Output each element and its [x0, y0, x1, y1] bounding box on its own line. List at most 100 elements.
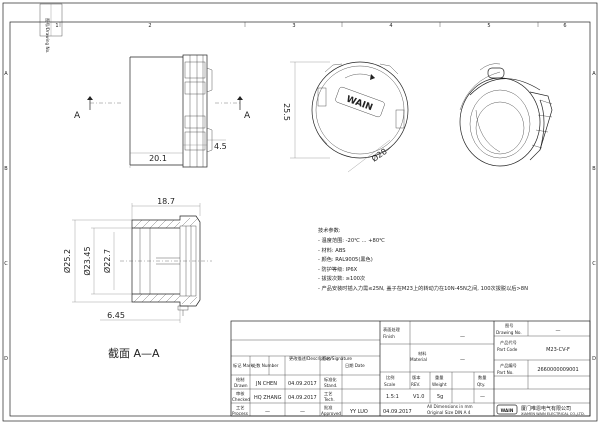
dim-section-outer: Ø25.2 — [62, 249, 72, 273]
role-process-cn: 工艺 — [236, 405, 244, 410]
rev-header-description: 更改描述/Description — [289, 355, 331, 362]
rev-header-date: 日期 Date — [345, 363, 365, 369]
rev-label-en: REV. — [411, 382, 420, 387]
part-no-label-en: Part No. — [497, 370, 514, 375]
part-no-label-cn: 产品编号 — [500, 362, 517, 369]
dim-front-width: 20.1 — [149, 154, 167, 163]
role-process-name: — — [265, 409, 270, 415]
role-drawn-stamp-cn: 标准化 — [324, 376, 337, 383]
role-drawn-stamp-en: Stand. — [324, 383, 338, 388]
drawing-no-label-cn: 图号 — [505, 323, 513, 329]
scale-label-en: Scale — [384, 382, 396, 387]
role-drawn-cn: 绘制 — [236, 376, 244, 383]
left-zone-c: C — [4, 261, 8, 267]
top-zone-5: 5 — [487, 23, 490, 29]
rev-header-number: 处数 Number — [252, 362, 279, 369]
side-zone-labels: A B C D A B C D — [4, 71, 596, 362]
size-note: Original Size DIN A 4 — [427, 410, 471, 415]
top-zone-3: 3 — [292, 23, 295, 29]
left-zone-b: B — [4, 166, 8, 172]
company-logo — [496, 404, 518, 415]
isometric-view — [459, 63, 553, 167]
end-view: WAIN 25.5 Ø28 — [282, 61, 409, 173]
qty-label-en: Qty. — [477, 382, 485, 387]
dim-section-mid: Ø23.45 — [82, 246, 92, 275]
role-process-en: Process — [232, 411, 248, 416]
corner-number-label: 图号/Drawing No. — [44, 18, 50, 53]
role-process-date: — — [300, 409, 305, 415]
role-checked-stamp-en: Tech. — [323, 397, 335, 402]
role-approved-cn: 批准 — [324, 404, 332, 411]
notes-line-5: - 拔拔次数: ≥100次 — [318, 274, 365, 282]
section-label: 截面 A—A — [108, 346, 160, 360]
top-zone-6: 6 — [563, 23, 566, 29]
units-note: All Dimensions in mm — [427, 404, 473, 409]
role-drawn-name: JN CHEN — [255, 381, 277, 387]
title-block: 标记 Mark 处数 Number 更改描述/Description 签名/Si… — [230, 320, 591, 417]
notes-line-2: - 材料: ABS — [318, 246, 346, 254]
part-code-value: M23-CV-F — [546, 347, 570, 353]
weight-label-en: Weight — [432, 382, 447, 387]
right-zone-d: D — [592, 356, 596, 362]
drawing-no-value: — — [556, 328, 561, 334]
rev-value: V1.0 — [413, 394, 424, 400]
notes-line-3: - 颜色: RAL9005(黑色) — [318, 255, 373, 263]
dim-section-flange: 6.45 — [107, 311, 125, 320]
dim-front-flange: 4.5 — [214, 142, 227, 151]
material-label-cn: 材料 — [418, 350, 427, 357]
company-name-en: XIAMEN WAIN ELECTRICAL CO.,LTD. — [521, 412, 585, 416]
qty-label-cn: 数量 — [478, 374, 486, 381]
role-checked-cn: 审核 — [236, 390, 245, 397]
rev-label-cn: 版本 — [412, 374, 421, 381]
part-code-label-cn: 产品代号 — [500, 339, 517, 346]
approver-date: 04.09.2017 — [383, 409, 412, 415]
notes-line-4: - 防护等级: IP6X — [318, 265, 358, 273]
notes-title: 技术参数: — [318, 226, 341, 234]
dim-section-inner: Ø22.7 — [102, 249, 112, 273]
dim-section-length: 18.7 — [157, 197, 175, 206]
rev-header-mark: 标记 Mark — [233, 362, 254, 369]
role-approved-en: Approved — [321, 411, 341, 416]
scale-label-cn: 比例 — [386, 374, 394, 381]
finish-label-cn: 表面处理 — [383, 326, 401, 333]
role-checked-stamp-cn: 工艺 — [324, 391, 332, 396]
dim-round-diameter: Ø28 — [369, 146, 388, 164]
weight-label-cn: 重量 — [435, 374, 443, 381]
section-view: 18.7 Ø25.2 Ø23.45 Ø22.7 6.45 截面 A—A — [62, 197, 212, 360]
top-zone-2: 2 — [148, 23, 151, 29]
approver-name: YY LUO — [349, 409, 368, 415]
corner-number-box: 图号/Drawing No. — [39, 3, 63, 53]
rev-header-signature: 签名/Signature — [322, 355, 352, 362]
role-checked-en: Checked — [232, 397, 250, 402]
top-zone-1: 1 — [55, 23, 58, 29]
role-drawn-date: 04.09.2017 — [288, 381, 317, 387]
notes-line-6: - 产品安装时插入力需≤25N, 盖子在M23上的转动力在10N-45N之间, … — [318, 284, 528, 292]
role-drawn-en: Drawn — [234, 383, 248, 388]
part-code-label-en: Part Code — [497, 347, 518, 352]
notes-line-1: - 温度范围: -20℃ ... +80℃ — [318, 236, 385, 244]
right-zone-a: A — [592, 71, 596, 77]
qty-value: — — [480, 394, 485, 400]
company-logo-text: WAIN — [501, 408, 514, 413]
role-checked-name: HQ ZHANG — [254, 395, 282, 401]
dim-round-height: 25.5 — [282, 103, 291, 121]
left-zone-a: A — [4, 71, 8, 77]
part-no-value: 2660000009001 — [537, 367, 578, 373]
company-name-cn: 厦门唯恩电气有限公司 — [521, 405, 571, 412]
finish-value: — — [460, 334, 465, 340]
scale-value: 1.5:1 — [386, 394, 399, 400]
drawing-no-label-en: Drawing No. — [496, 330, 522, 335]
left-zone-d: D — [4, 356, 8, 362]
top-zone-strip: 1 2 3 4 5 6 — [55, 22, 567, 29]
finish-label-en: Finish — [383, 334, 395, 339]
section-hatch-top — [133, 217, 198, 229]
material-value: — — [460, 357, 465, 363]
right-zone-b: B — [592, 166, 596, 172]
top-zone-4: 4 — [389, 23, 392, 29]
tech-notes: 技术参数: - 温度范围: -20℃ ... +80℃ - 材料: ABS - … — [318, 226, 528, 292]
section-arrow-right: A — [244, 111, 251, 121]
section-arrow-left: A — [74, 111, 81, 121]
right-zone-c: C — [592, 261, 596, 267]
